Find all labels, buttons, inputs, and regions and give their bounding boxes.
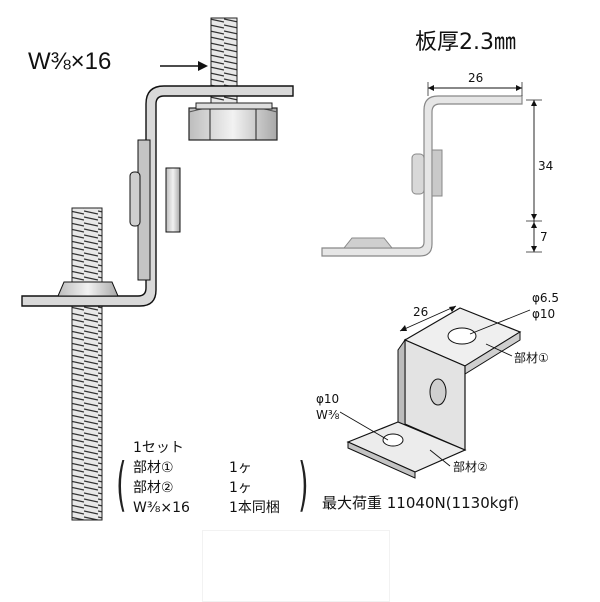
dim-3d-width: 26 [413,305,429,319]
plate-thickness-label: 板厚2.3㎜ [415,30,516,55]
dim-side-lower: 7 [540,230,548,244]
isometric-view [339,305,531,479]
set-item-qty: 1ヶ [229,460,252,476]
set-contents: 1セット 部材① 1ヶ 部材② 1ヶ W⅜×16 1本同梱 [133,438,309,518]
dim-side-upper: 34 [538,159,554,173]
blank-area [202,530,390,602]
part1-hole [447,327,477,345]
side-bolt [129,167,181,233]
part1-side-hole [429,378,447,406]
z-bracket [21,85,294,307]
inner-plate [137,139,151,281]
dim-3d-hole-side-1: φ10 [316,392,340,406]
lower-threaded-rod [71,207,103,521]
dim-3d-hole-side-2: W⅜ [316,408,340,422]
bolt-spec-label: W⅜×16 [28,48,112,75]
set-item-name: 部材② [133,480,174,496]
hex-nut [188,105,278,141]
main-assembly [21,17,294,521]
dim-3d-hole-top-1: φ6.5 [532,291,559,305]
set-item-name: W⅜×16 [133,500,190,516]
set-item-qty: 1本同梱 [229,500,280,516]
dim-3d-hole-top-2: φ10 [532,307,556,321]
lower-nut [57,281,119,297]
set-item-qty: 1ヶ [229,480,252,496]
part2-label: 部材② [453,460,488,474]
set-row: 部材① 1ヶ [133,458,309,478]
side-profile-bracket [321,95,523,257]
part2-hole [382,433,404,447]
upper-threaded-rod [210,17,238,113]
set-row: 部材② 1ヶ [133,478,309,498]
part1-label: 部材① [514,351,549,365]
dim-side-width: 26 [468,71,484,85]
set-row: W⅜×16 1本同梱 [133,498,309,518]
set-title: 1セット [133,440,184,456]
set-item-name: 部材① [133,460,174,476]
set-brace-left: ( [116,450,127,518]
set-brace-right: ) [298,450,309,518]
max-load-label: 最大荷重 11040N(1130kgf) [322,494,520,512]
washer [195,102,273,110]
side-profile [321,82,542,257]
